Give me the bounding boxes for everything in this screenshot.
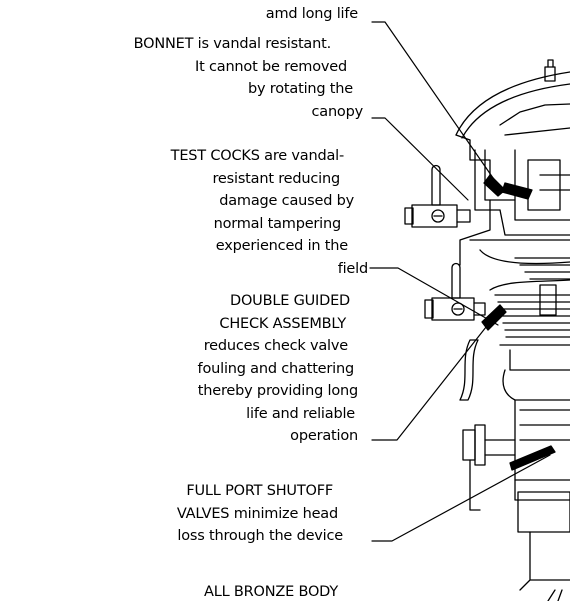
callout-bonnet: BONNET is vandal resistant. It cannot be… — [133, 36, 364, 120]
test-cock-lower — [424, 262, 486, 321]
leader-bonnet — [371, 21, 501, 189]
callout-check-assembly: DOUBLE GUIDED CHECK ASSEMBLY reduces che… — [197, 293, 359, 444]
leader-lines — [369, 21, 551, 542]
arrowheads — [481, 174, 556, 471]
callout-top: amd long life — [265, 6, 358, 22]
bonnet — [459, 149, 570, 266]
callout-test-cocks: TEST COCKS are vandal- resistant reducin… — [170, 148, 369, 277]
leader-canopy — [371, 117, 469, 201]
arrowhead-shutoff — [509, 445, 556, 471]
test-cock-upper — [404, 164, 471, 228]
callout-shutoff: FULL PORT SHUTOFF VALVES minimize head l… — [176, 483, 343, 544]
leader-test-cocks — [369, 267, 499, 326]
lower-body — [459, 339, 570, 601]
arrowhead-check — [481, 304, 507, 331]
leader-shutoff — [371, 454, 551, 542]
callout-body: ALL BRONZE BODY — [203, 584, 338, 600]
leader-check — [371, 321, 491, 441]
canopy — [455, 59, 570, 179]
arrowhead-bonnet — [483, 174, 506, 197]
check-assembly — [469, 239, 570, 401]
